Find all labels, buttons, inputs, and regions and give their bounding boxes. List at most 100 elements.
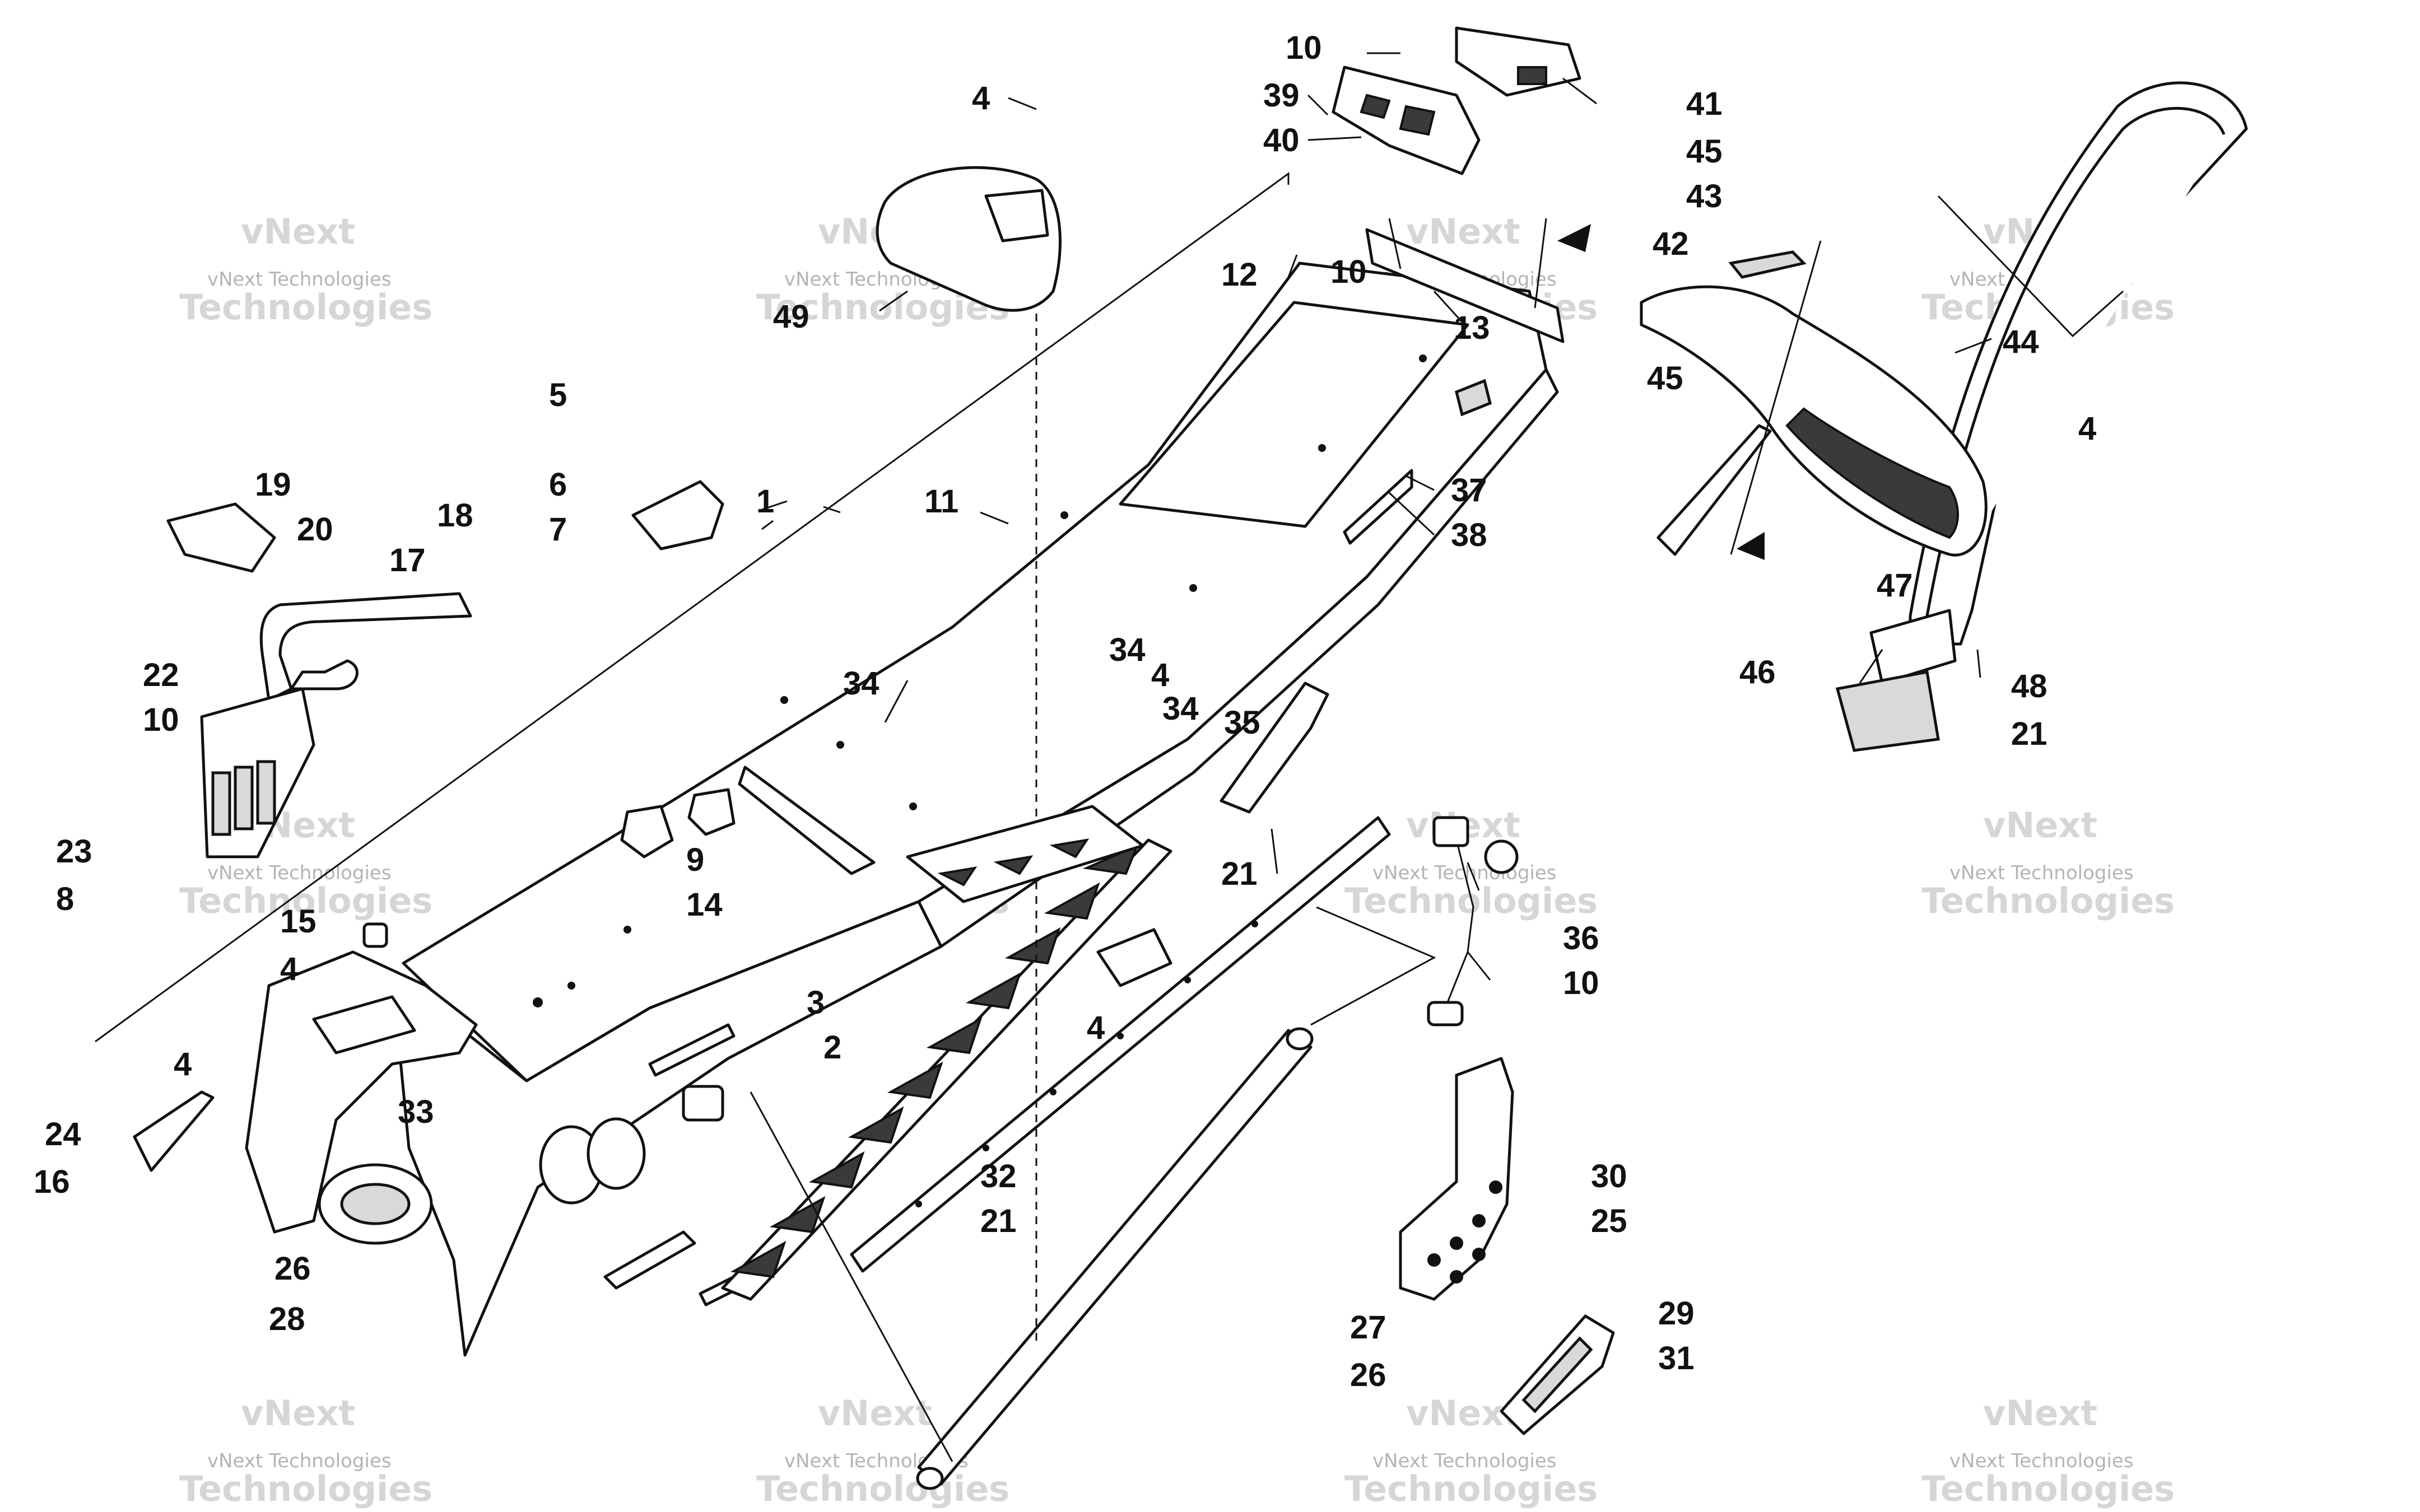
running-board-tread	[965, 972, 1022, 1010]
running-board-tread	[848, 1106, 904, 1144]
callout-label: 17	[389, 542, 426, 578]
leader-lines	[761, 52, 1992, 981]
heel-plate-hole	[1489, 1180, 1502, 1194]
callout-label: 43	[1686, 178, 1723, 214]
watermark-line3: Technologies	[179, 880, 432, 921]
rivet-hole	[1318, 444, 1326, 452]
watermark-line1: vNext Technologies	[207, 268, 392, 291]
bumper-tube-end	[916, 1467, 944, 1490]
tunnel-slot	[603, 1230, 696, 1290]
exchanger-fin	[211, 771, 231, 836]
callout-label: 40	[1263, 122, 1300, 158]
callout-label: 4	[1151, 657, 1169, 693]
callout-label: 4	[174, 1046, 192, 1082]
storage-bag-lid	[984, 189, 1049, 242]
direction-arrow-icon	[1737, 532, 1765, 560]
taillight-bracket	[1656, 424, 1772, 556]
callout-label: 34	[843, 665, 879, 702]
steering-arm	[259, 592, 472, 702]
rear-bracket-assembly	[1332, 26, 1581, 343]
callout-label: 44	[2003, 324, 2039, 360]
callout-label: 26	[274, 1250, 311, 1287]
direction-arrow-icon	[1557, 224, 1591, 252]
callout-label: 19	[255, 466, 291, 503]
rail-hole	[983, 1145, 989, 1151]
callout-label: 1	[756, 483, 774, 520]
rear-cross-bracket	[1365, 228, 1565, 343]
callout-label: 4	[1087, 1010, 1105, 1046]
rivet-hole	[623, 926, 631, 934]
front-bulkhead	[245, 950, 478, 1234]
rivet-hole	[567, 982, 575, 990]
bulkhead-cutout	[312, 995, 416, 1054]
leader-line	[1976, 649, 1981, 678]
running-board	[721, 838, 1172, 1301]
callout-label: 20	[297, 511, 333, 548]
callout-label: 21	[1221, 856, 1258, 892]
leader-line	[1287, 254, 1298, 278]
callout-label: 48	[2011, 668, 2047, 704]
leader-line	[1467, 951, 1491, 981]
watermark: vNext vNext Technologies Technologies	[1344, 1393, 1598, 1509]
rivet-hole	[533, 997, 543, 1007]
watermark-line1: vNext Technologies	[1949, 1450, 2134, 1472]
front-parts	[133, 480, 1940, 1435]
callout-label: 36	[1563, 920, 1599, 956]
rivet-hole	[1419, 354, 1427, 362]
watermark: vNext vNext Technologies Technologies	[179, 1393, 432, 1509]
callout-label: 25	[1591, 1203, 1627, 1239]
callout-label: 33	[398, 1094, 434, 1130]
watermark-line2: vNext	[241, 211, 355, 252]
tether-cap	[1427, 1001, 1464, 1026]
tunnel-top-panel	[1119, 301, 1469, 528]
rail-hole	[1050, 1089, 1057, 1095]
tunnel-decal	[1343, 469, 1413, 545]
hitch-slot	[1360, 94, 1391, 119]
taillight-centerline	[1730, 240, 1822, 555]
callout-label: 38	[1451, 517, 1487, 553]
rivet-hole	[1189, 584, 1197, 592]
callout-label: 11	[924, 483, 958, 520]
support-slot	[993, 855, 1034, 875]
callout-label: 39	[1263, 77, 1300, 114]
callout-label: 47	[1877, 567, 1913, 604]
leader-line	[879, 290, 908, 312]
callout-label: 5	[549, 377, 567, 413]
clip	[362, 922, 388, 948]
callout-label: 32	[980, 1158, 1017, 1194]
callout-label: 34	[1109, 632, 1146, 668]
watermark: vNext vNext Technologies Technologies	[1921, 805, 2175, 921]
callout-label: 37	[1451, 472, 1487, 508]
tunnel-slot	[648, 1023, 736, 1077]
heel-plate-hole	[1472, 1214, 1486, 1228]
leader-line	[1270, 828, 1278, 874]
exchanger-fin	[234, 766, 254, 830]
running-board-bracket	[1096, 928, 1172, 987]
rear-grab-handle	[1869, 81, 2248, 685]
leader-line	[1307, 136, 1362, 141]
watermark-line1: vNext Technologies	[1949, 862, 2134, 884]
watermark-line3: Technologies	[1921, 880, 2175, 921]
hitch-latch	[1517, 66, 1547, 85]
callout-label: 7	[549, 511, 567, 548]
callout-label: 46	[1739, 654, 1776, 690]
grommet	[620, 805, 674, 858]
footwell-cup-inner	[340, 1183, 411, 1225]
exchanger-fin	[256, 760, 276, 825]
watermark-line3: Technologies	[756, 1468, 1009, 1509]
callout-label: 6	[549, 466, 567, 503]
rivet-hole	[909, 802, 917, 810]
watermark-line2: vNext	[1983, 805, 2097, 846]
running-board-tread	[887, 1061, 943, 1099]
rail-hole	[1184, 977, 1191, 983]
callout-label: 12	[1221, 256, 1258, 293]
heel-plate	[1399, 1057, 1514, 1301]
callout-label: 49	[773, 298, 809, 335]
taillight-assembly	[1557, 224, 1988, 560]
rail-hole	[1251, 921, 1258, 927]
taillight-decal	[1728, 250, 1807, 279]
rivet-hole	[780, 696, 788, 704]
leader-line	[1562, 77, 1597, 105]
heel-plate-hole	[1450, 1236, 1463, 1250]
callout-label: 3	[807, 984, 825, 1021]
